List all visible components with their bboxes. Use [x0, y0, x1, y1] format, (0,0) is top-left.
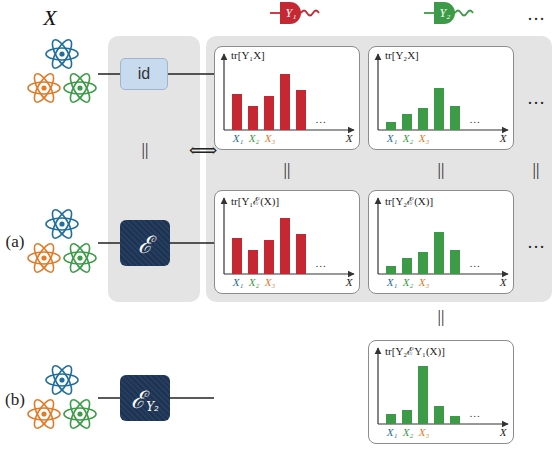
axis-label: X: [346, 132, 353, 144]
axis-tick-label: X₃: [265, 276, 276, 288]
axis-tick-label: X₃: [419, 426, 430, 438]
wire: [98, 397, 120, 399]
histogram-plot: [378, 348, 508, 424]
histogram-panel: tr[Y₂ℰY₁(X)] X₁ X₂ X₃ … X: [368, 340, 514, 444]
atom-icon: [46, 37, 78, 71]
detector-icon: [424, 2, 473, 24]
axis-label: X: [500, 132, 507, 144]
ellipsis-mark: …: [470, 113, 480, 125]
detector-label: Y₂: [440, 6, 451, 21]
axis-tick-label: X₁: [387, 426, 398, 438]
plot-axes: [378, 54, 508, 130]
wire-connector: [170, 242, 214, 244]
axis-tick-label: X₁: [387, 276, 398, 288]
channel-symbol: ℰ: [138, 227, 152, 260]
ellipsis-mark: …: [470, 257, 480, 269]
atom-group: [28, 37, 96, 105]
bar-group: [232, 74, 306, 130]
identity-box: id: [120, 58, 168, 90]
channel-box: ℰ: [120, 220, 170, 266]
axis-label: X: [500, 276, 507, 288]
atom-group: [28, 207, 96, 275]
axis-tick-label: X₃: [265, 132, 276, 144]
equality-mark: ||: [142, 140, 149, 160]
histogram-plot: [224, 198, 354, 274]
histogram-plot: [378, 54, 508, 130]
histogram-panel: tr[Y₁ℰ(X)] X₁ X₂ X₃ … X: [214, 190, 360, 294]
histogram-title: tr[Y₁ℰ(X)]: [231, 193, 279, 208]
ellipsis-mark: …: [470, 407, 480, 419]
ellipsis-mark: …: [316, 113, 326, 125]
axis-tick-label: X₃: [419, 132, 430, 144]
equivalence-mark: ⟺: [189, 138, 218, 162]
ellipsis-mark: …: [527, 232, 545, 253]
axis-tick-label: X₂: [403, 276, 414, 288]
operation-label: id: [138, 65, 150, 83]
histogram-plot: [224, 54, 354, 130]
equality-mark: ||: [284, 160, 291, 180]
atom-icon: [46, 363, 78, 397]
histogram-panel: tr[Y₂X] X₁ X₂ X₃ … X: [368, 46, 514, 150]
equality-mark: ||: [438, 160, 445, 180]
axis-tick-label: X₂: [403, 426, 414, 438]
bar-group: [386, 88, 460, 130]
axis-label: X: [500, 426, 507, 438]
wire: [170, 397, 214, 399]
axis-tick-label: X₂: [403, 132, 414, 144]
axis-tick-label: X₃: [419, 276, 430, 288]
variable-label: X: [43, 5, 56, 31]
bar-group: [386, 232, 460, 274]
atom-icon: [28, 241, 60, 275]
grey-panel: [108, 36, 200, 302]
channel-symbol: ℰ: [131, 382, 145, 415]
atom-icon: [28, 71, 60, 105]
detector-label: Y₁: [286, 6, 297, 21]
ellipsis-mark: …: [316, 257, 326, 269]
plot-axes: [224, 54, 354, 130]
atom-icon: [64, 241, 96, 275]
histogram-title: tr[Y₁X]: [231, 49, 265, 61]
axis-tick-label: X₂: [249, 276, 260, 288]
atom-icon: [64, 397, 96, 431]
histogram-title: tr[Y₂ℰY₁(X)]: [385, 343, 445, 358]
subscript-label: Y₂: [146, 400, 159, 414]
histogram-panel: tr[Y₂ℰ(X)] X₁ X₂ X₃ … X: [368, 190, 514, 294]
plot-axes: [224, 198, 354, 274]
wire-group: [98, 74, 214, 398]
bar-group: [386, 366, 460, 424]
atom-icon: [28, 397, 60, 431]
wire: [98, 242, 120, 244]
histogram-plot: [378, 198, 508, 274]
plot-axes: [378, 198, 508, 274]
axis-tick-label: X₁: [233, 132, 244, 144]
panel-label: (a): [6, 232, 25, 252]
equality-mark: ||: [438, 307, 445, 327]
histogram-title: tr[Y₂X]: [385, 49, 419, 61]
equality-mark: ||: [533, 160, 540, 180]
axis-tick-label: X₂: [249, 132, 260, 144]
detector-icon: [270, 2, 319, 24]
atom-group: [28, 363, 96, 431]
grey-panel: [206, 36, 552, 302]
histogram-title: tr[Y₂ℰ(X)]: [385, 193, 433, 208]
histogram-panel: tr[Y₁X] X₁ X₂ X₃ … X: [214, 46, 360, 150]
plot-axes: [378, 348, 508, 424]
axis-tick-label: X₁: [387, 132, 398, 144]
axis-tick-label: X₁: [233, 276, 244, 288]
ellipsis-mark: …: [527, 4, 545, 25]
axis-label: X: [346, 276, 353, 288]
atom-icon: [46, 207, 78, 241]
wire-connector: [168, 73, 214, 75]
atom-icon: [64, 71, 96, 105]
wire: [98, 73, 120, 75]
ellipsis-mark: …: [527, 88, 545, 109]
panel-label: (b): [5, 390, 25, 410]
channel-box: ℰY₂: [120, 375, 170, 421]
bar-group: [232, 218, 306, 274]
